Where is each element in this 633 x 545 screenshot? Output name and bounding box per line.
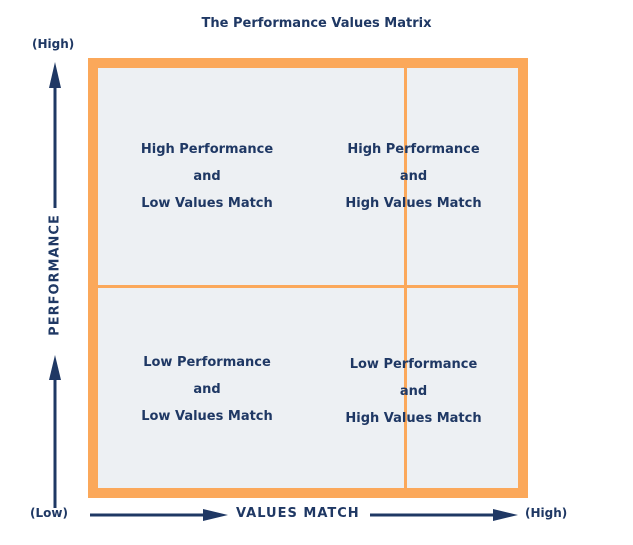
quadrant-text: and: [399, 383, 428, 399]
quadrant-high-performance-low-values: High Performance and Low Values Match: [98, 68, 316, 285]
quadrant-text: Low Values Match: [141, 408, 273, 424]
quadrant-text: and: [193, 381, 221, 397]
x-axis-right-arrowhead: [493, 509, 518, 521]
quadrant-text: Low Performance: [143, 354, 271, 370]
x-axis-label: VALUES MATCH: [236, 506, 360, 521]
quadrant-text: High Values Match: [345, 196, 482, 211]
quadrant-text: High Performance: [140, 142, 274, 157]
matrix-grid: High Performance and Low Values Match Hi…: [88, 58, 528, 498]
quadrant-text: Low Values Match: [141, 196, 273, 211]
y-axis-top-arrowhead: [49, 62, 61, 88]
quadrant-low-performance-low-values: Low Performance and Low Values Match: [98, 290, 316, 488]
diagram-title: The Performance Values Matrix: [201, 16, 432, 31]
quadrant-text: High Performance: [347, 142, 480, 157]
horizontal-divider: [98, 285, 518, 288]
y-axis-label: PERFORMANCE: [47, 214, 63, 336]
quadrant-text: High Values Match: [345, 410, 482, 426]
x-axis-mid-arrowhead: [203, 509, 228, 521]
quadrant-high-performance-high-values: High Performance and High Values Match: [309, 68, 518, 285]
vertical-divider: [404, 68, 407, 488]
y-axis-high-label: (High): [32, 37, 75, 51]
x-axis-high-label: (High): [525, 506, 568, 520]
y-axis-mid-arrowhead: [49, 355, 61, 380]
x-axis-low-label: (Low): [30, 506, 68, 520]
quadrant-text: Low Performance: [349, 356, 478, 372]
quadrant-text: and: [193, 169, 221, 184]
quadrant-text: and: [399, 169, 428, 184]
quadrant-low-performance-high-values: Low Performance and High Values Match: [309, 290, 518, 492]
